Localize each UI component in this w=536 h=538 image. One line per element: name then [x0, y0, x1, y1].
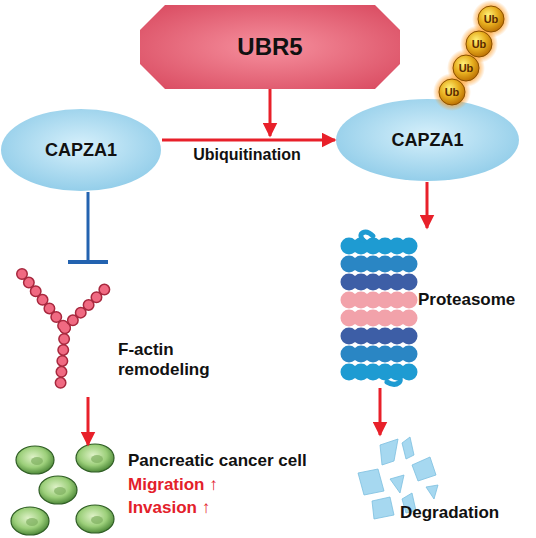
inhibition-bar — [68, 260, 108, 264]
node-text: Invasion ↑ — [128, 498, 210, 518]
connector-line — [426, 182, 429, 228]
arrow-connector — [162, 140, 335, 141]
inhibition-line — [68, 192, 108, 262]
node-text: Degradation — [400, 503, 499, 523]
ubiquitin-balls — [439, 6, 504, 105]
connector-line — [87, 192, 90, 262]
node-text: Pancreatic cancer cell — [128, 451, 307, 471]
ubiquitin-label: Ub — [453, 55, 479, 81]
protein-ellipse: CAPZA1 — [335, 98, 520, 182]
connector-line — [162, 139, 335, 142]
node-text: F-actin remodeling — [118, 340, 230, 379]
degradation-node: Degradation — [350, 435, 530, 530]
node-text: Migration ↑ — [128, 475, 218, 495]
ubiquitin-glow — [433, 0, 510, 111]
node-text: CAPZA1 — [45, 140, 117, 161]
node-text: Proteasome — [418, 290, 515, 310]
enzyme-octagon: UBR5 — [140, 5, 400, 89]
ubr5-arrow — [270, 89, 271, 136]
edge-label: Ubiquitination — [193, 146, 301, 164]
protein-ellipse: CAPZA1 — [0, 108, 162, 192]
ubiquitin-label: Ub — [478, 6, 504, 32]
connector-line — [379, 388, 382, 435]
cancer-cell-node: Pancreatic cancer cellMigration ↑ Invasio… — [10, 445, 350, 537]
ubiquitin-label: Ub — [439, 79, 465, 105]
proteasome-node: Proteasome — [335, 228, 525, 388]
f-actin-node: F-actin remodeling — [10, 262, 240, 397]
node-text: CAPZA1 — [391, 130, 463, 151]
ubiquitin-label: Ub — [466, 31, 492, 57]
node-text: UBR5 — [237, 33, 302, 61]
arrow-connector — [380, 388, 381, 435]
connector-line — [87, 397, 90, 445]
arrow-connector — [88, 397, 89, 445]
arrow-connector — [427, 182, 428, 228]
